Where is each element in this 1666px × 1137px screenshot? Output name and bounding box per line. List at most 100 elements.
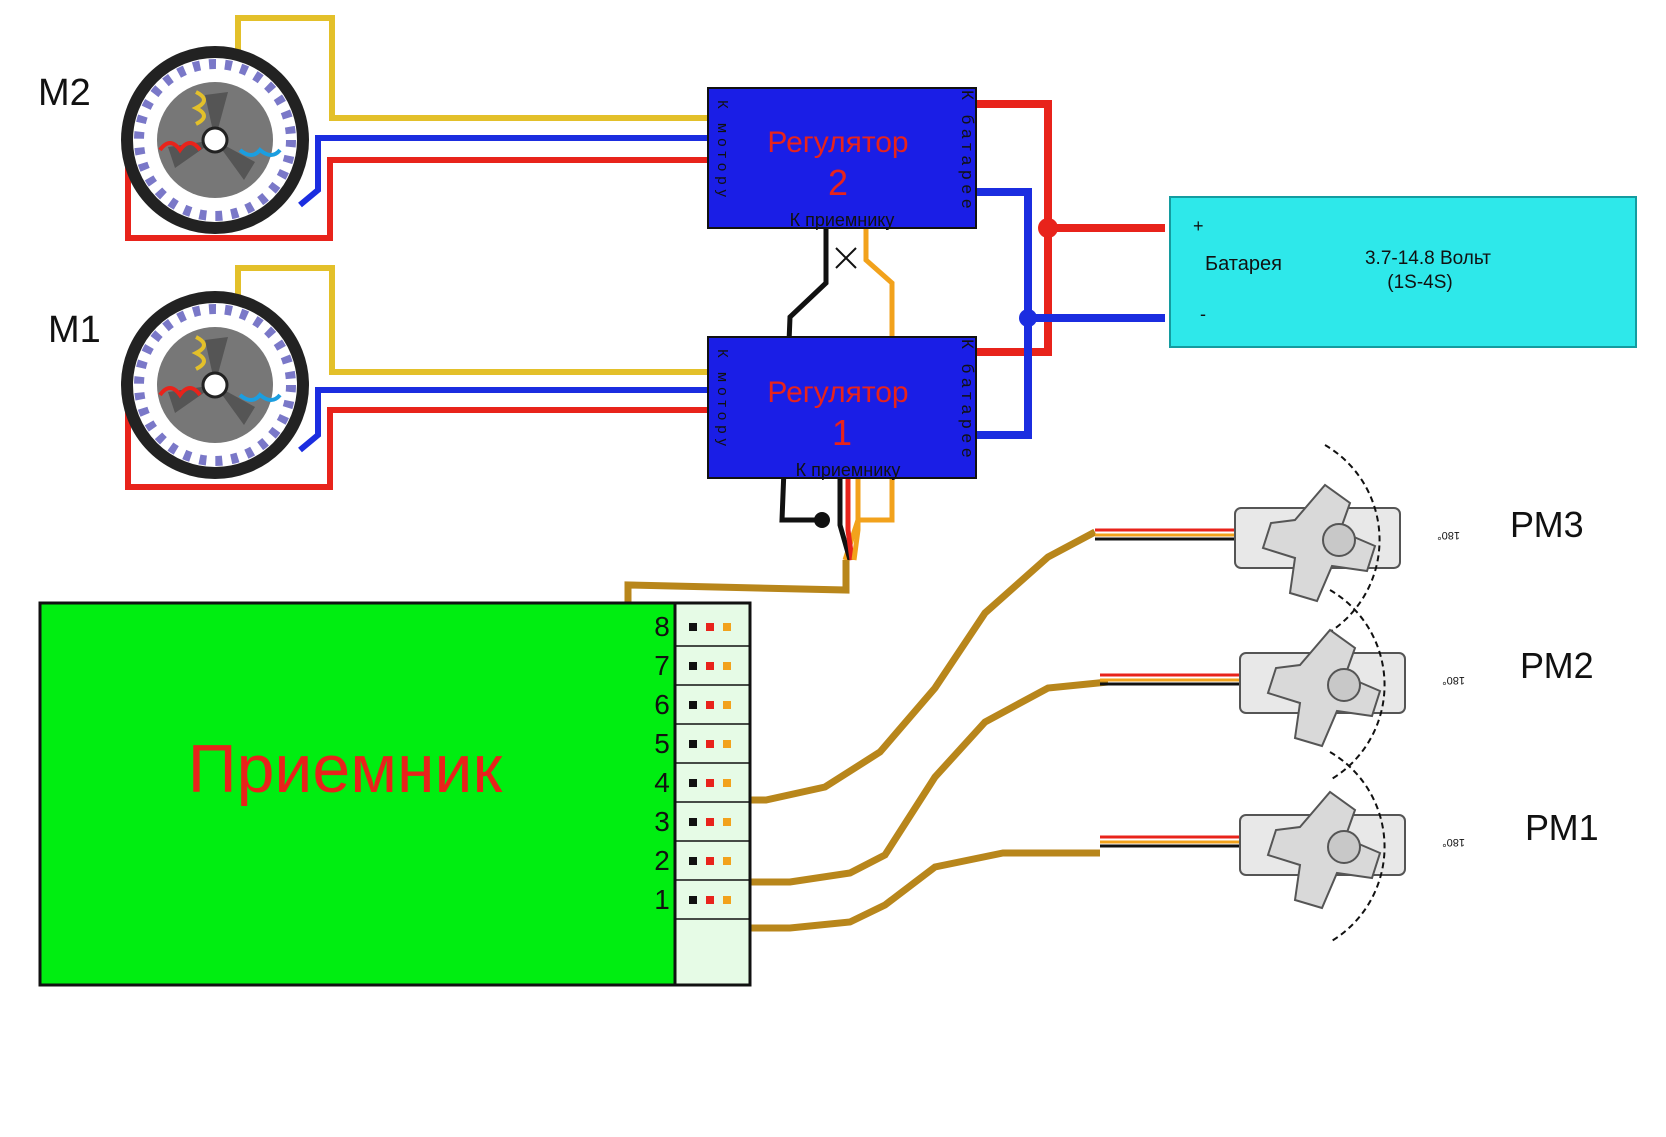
- motor-m1-coil-c: [158, 386, 202, 399]
- motor-m1-label: M1: [48, 309, 101, 351]
- battery-name: Батарея: [1205, 253, 1282, 275]
- m1-yellow-wire: [235, 265, 708, 375]
- servo-hub: [1327, 830, 1361, 864]
- channel-6-pin-1: [689, 701, 697, 709]
- servo-hub: [1322, 523, 1356, 557]
- pm2-cable: [716, 678, 1109, 886]
- channel-1-pin-2: [706, 896, 714, 904]
- servo-angle-mark: 180°: [1437, 529, 1460, 541]
- channel-4-pin-3: [723, 779, 731, 787]
- servo-cables: [716, 528, 1109, 932]
- m2-yellow-wire: [235, 15, 708, 121]
- pm1-cable: [716, 849, 1100, 932]
- channel-4-pin-1: [689, 779, 697, 787]
- esc-2-title: Регулятор: [767, 126, 908, 159]
- channel-number-5: 5: [654, 728, 670, 759]
- servo-label-РМ1: РМ1: [1525, 807, 1599, 848]
- receiver-channel-block: [673, 601, 752, 987]
- servo-РМ1: 180° РМ1: [1100, 751, 1599, 943]
- esc1-red-wire: [845, 478, 855, 561]
- battery-cells: (1S-4S): [1387, 272, 1452, 293]
- m1-blue-wire: [298, 387, 708, 453]
- esc-2-body: [707, 87, 977, 229]
- servo-horn: [1266, 790, 1382, 910]
- motor-m2-coil-b: [238, 147, 282, 157]
- servo-angle-mark: 180°: [1442, 836, 1465, 848]
- channel-2-pin-1: [689, 857, 697, 865]
- esc1-black-wire: [837, 478, 853, 561]
- pm3-cable: [716, 528, 1097, 804]
- esc-1-body: [707, 336, 977, 479]
- servo-rotation-arc-icon: [1329, 589, 1386, 781]
- motor-m1-hub: [201, 371, 229, 399]
- channel-5-pin-2: [706, 740, 714, 748]
- motor-m1-magnets: [134, 304, 296, 466]
- disconnect-mark-icon: [835, 247, 857, 269]
- receiver-label: Приемник: [188, 731, 504, 807]
- channel-2-pin-3: [723, 857, 731, 865]
- battery-plus-label: +: [1193, 216, 1204, 236]
- esc2-blue-power: [975, 188, 1032, 439]
- motor-m1-teeth: [168, 337, 255, 425]
- black-junction: [814, 512, 830, 528]
- channel-8-pin-1: [689, 623, 697, 631]
- servo-label-РМ2: РМ2: [1520, 645, 1594, 686]
- servo-angle-mark: 180°: [1442, 674, 1465, 686]
- motor-m2-hub: [201, 126, 229, 154]
- esc-1: К мотору К батарее Регулятор 1 К приемни…: [707, 336, 977, 480]
- channel-number-1: 1: [654, 884, 670, 915]
- battery-voltage: 3.7-14.8 Вольт: [1365, 248, 1491, 269]
- esc-1-number: 1: [832, 412, 852, 453]
- motor-m1-coil-b: [238, 392, 282, 402]
- esc-1-title: Регулятор: [767, 376, 908, 409]
- esc-2-bottom-label: К приемнику: [790, 210, 895, 230]
- esc1-orange-wire: [851, 478, 861, 561]
- channel-1-pin-3: [723, 896, 731, 904]
- servo-horn: [1261, 483, 1377, 603]
- motor-m2: M2: [38, 46, 309, 234]
- esc-1-right-label: К батарее: [958, 339, 977, 462]
- esc-1-bottom-label: К приемнику: [796, 460, 901, 480]
- channel-3-pin-3: [723, 818, 731, 826]
- channel-number-8: 8: [654, 611, 670, 642]
- channel-7-pin-1: [689, 662, 697, 670]
- battery-body: [1169, 196, 1637, 348]
- esc-signal-wiring: [779, 228, 895, 561]
- channel-number-4: 4: [654, 767, 670, 798]
- channel-number-2: 2: [654, 845, 670, 876]
- channel-3-pin-1: [689, 818, 697, 826]
- esc-1-left-label: К мотору: [714, 349, 731, 451]
- channel-number-6: 6: [654, 689, 670, 720]
- motor-m2-label: M2: [38, 72, 91, 114]
- blue-junction: [1019, 309, 1037, 327]
- power-wiring: [975, 100, 1165, 439]
- battery-minus-label: -: [1200, 304, 1206, 324]
- servo-rotation-arc-icon: [1324, 444, 1381, 636]
- motor-m1-coil-a: [191, 335, 206, 371]
- channel-5-pin-1: [689, 740, 697, 748]
- motor-m2-coil-a: [191, 90, 206, 126]
- servo-horn: [1266, 628, 1382, 748]
- channel-number-7: 7: [654, 650, 670, 681]
- esc2-black-wire: [779, 228, 829, 523]
- channel-8-pin-2: [706, 623, 714, 631]
- receiver-body: [38, 601, 677, 987]
- channel-1-pin-1: [689, 896, 697, 904]
- battery: + - Батарея 3.7-14.8 Вольт (1S-4S): [1169, 196, 1637, 348]
- m2-blue-wire: [298, 135, 708, 208]
- servo-rotation-arc-icon: [1329, 751, 1386, 943]
- esc-2-right-label: К батарее: [958, 90, 977, 213]
- channel-6-pin-3: [723, 701, 731, 709]
- channel-2-pin-2: [706, 857, 714, 865]
- esc-2-number: 2: [828, 162, 848, 203]
- channel-8-pin-3: [723, 623, 731, 631]
- motor-m1: M1: [48, 291, 309, 479]
- channel-6-pin-2: [706, 701, 714, 709]
- channel-7-pin-3: [723, 662, 731, 670]
- motor-m2-coil-c: [158, 141, 202, 154]
- channel-3-pin-2: [706, 818, 714, 826]
- red-junction: [1038, 218, 1058, 238]
